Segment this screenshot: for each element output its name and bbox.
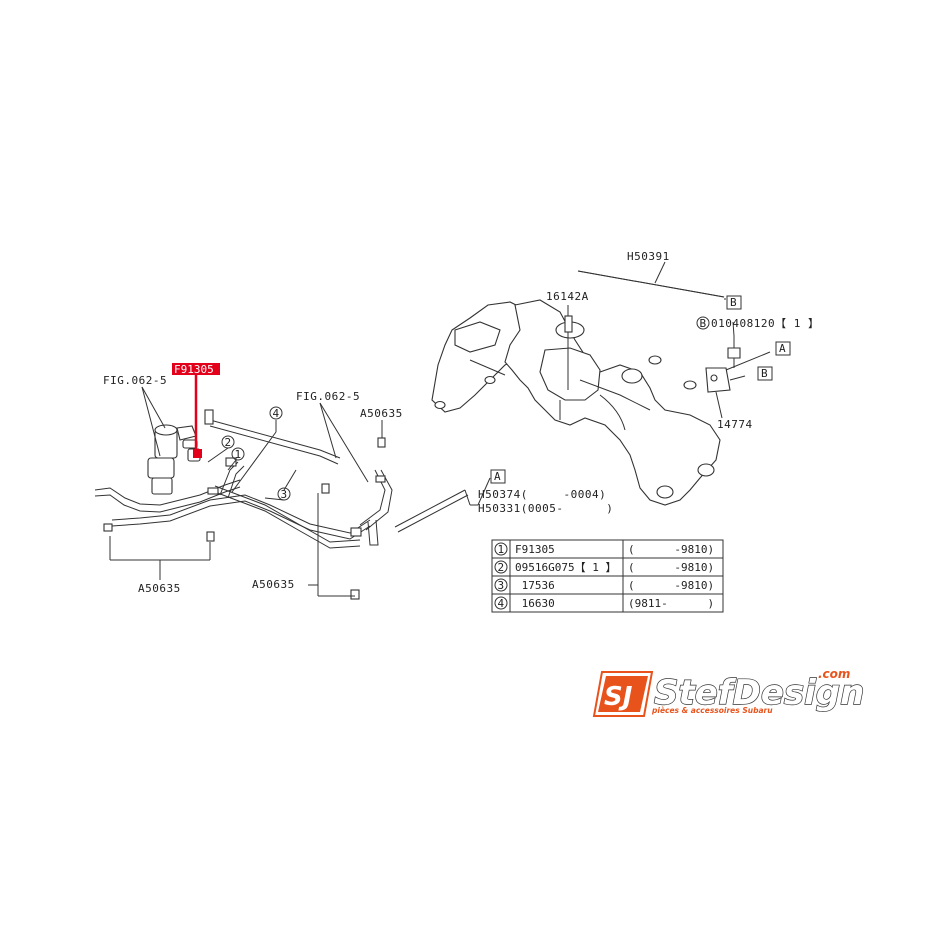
box-a-pipe: A <box>490 469 506 484</box>
highlight-marker <box>193 370 202 458</box>
box-a-top-text: A <box>779 342 786 355</box>
logo-mark-text: SJ <box>604 682 633 712</box>
label-bolt-b: 010408120【 1 】 <box>711 317 819 330</box>
logo-brand: StefDesign <box>654 673 864 713</box>
box-a-top: A <box>775 341 791 356</box>
label-h50374: H50374( -0004) <box>478 488 606 501</box>
row-range: (9811- ) <box>628 597 714 610</box>
box-b-top: B <box>726 295 742 310</box>
highlight-label-text: F91305 <box>174 363 214 376</box>
sensor-16142a <box>564 305 573 390</box>
row-num: 2 <box>498 561 505 574</box>
parts-table: 1 F91305 ( -9810) 2 09516G075【 1 】 ( -98… <box>491 539 724 613</box>
row-part: 17536 <box>515 579 555 592</box>
callout-b-circle-text: B <box>700 317 707 330</box>
row-part: 16630 <box>515 597 555 610</box>
row-num: 1 <box>498 543 505 556</box>
callout-4: 4 <box>269 406 283 420</box>
valve-14774 <box>705 351 771 419</box>
row-num: 4 <box>498 597 505 610</box>
label-a50635-left: A50635 <box>138 582 181 595</box>
intake-manifold <box>431 299 721 506</box>
highlight-label[interactable]: F91305 <box>172 363 220 376</box>
fuel-pipes <box>94 419 469 549</box>
label-14774: 14774 <box>717 418 753 431</box>
box-b-mid: B <box>757 366 773 381</box>
row-range: ( -9810) <box>628 561 714 574</box>
box-b-top-text: B <box>730 296 737 309</box>
row-part: 09516G075【 1 】 <box>515 561 616 574</box>
callout-2: 2 <box>221 435 235 449</box>
label-a50635-top: A50635 <box>360 407 403 420</box>
row-num: 3 <box>498 579 505 592</box>
callout-1: 1 <box>231 447 245 461</box>
logo-mark-icon: SJ <box>592 671 654 717</box>
table-row: 3 17536 ( -9810) <box>494 578 714 592</box>
table-row: 2 09516G075【 1 】 ( -9810) <box>494 560 714 574</box>
label-fig-mid: FIG.062-5 <box>296 390 360 403</box>
box-b-mid-text: B <box>761 367 768 380</box>
label-h50331: H50331(0005- ) <box>478 502 613 515</box>
callout-3: 3 <box>277 487 291 501</box>
row-range: ( -9810) <box>628 579 714 592</box>
row-part: F91305 <box>515 543 555 556</box>
stefdesign-logo[interactable]: SJ StefDesign .com pièces & accessoires … <box>592 667 865 717</box>
label-a50635-mid: A50635 <box>252 578 295 591</box>
purge-valve-assembly <box>147 424 201 495</box>
logo-tld: .com <box>818 667 850 681</box>
table-row: 4 16630 (9811- ) <box>494 596 714 610</box>
rod-h50391 <box>577 261 726 300</box>
clips-a50635 <box>103 409 386 600</box>
callout-2-text: 2 <box>225 436 232 449</box>
box-a-pipe-text: A <box>494 470 501 483</box>
callout-b-circle: B <box>696 316 710 330</box>
label-h50391: H50391 <box>627 250 670 263</box>
bolt-b <box>727 336 741 368</box>
callout-3-text: 3 <box>281 488 288 501</box>
table-row: 1 F91305 ( -9810) <box>494 542 714 556</box>
logo-tagline: pièces & accessoires Subaru <box>651 706 773 715</box>
label-16142a: 16142A <box>546 290 589 303</box>
callout-4-text: 4 <box>273 407 280 420</box>
label-fig-left: FIG.062-5 <box>103 374 167 387</box>
row-range: ( -9810) <box>628 543 714 556</box>
callout-1-text: 1 <box>235 448 242 461</box>
